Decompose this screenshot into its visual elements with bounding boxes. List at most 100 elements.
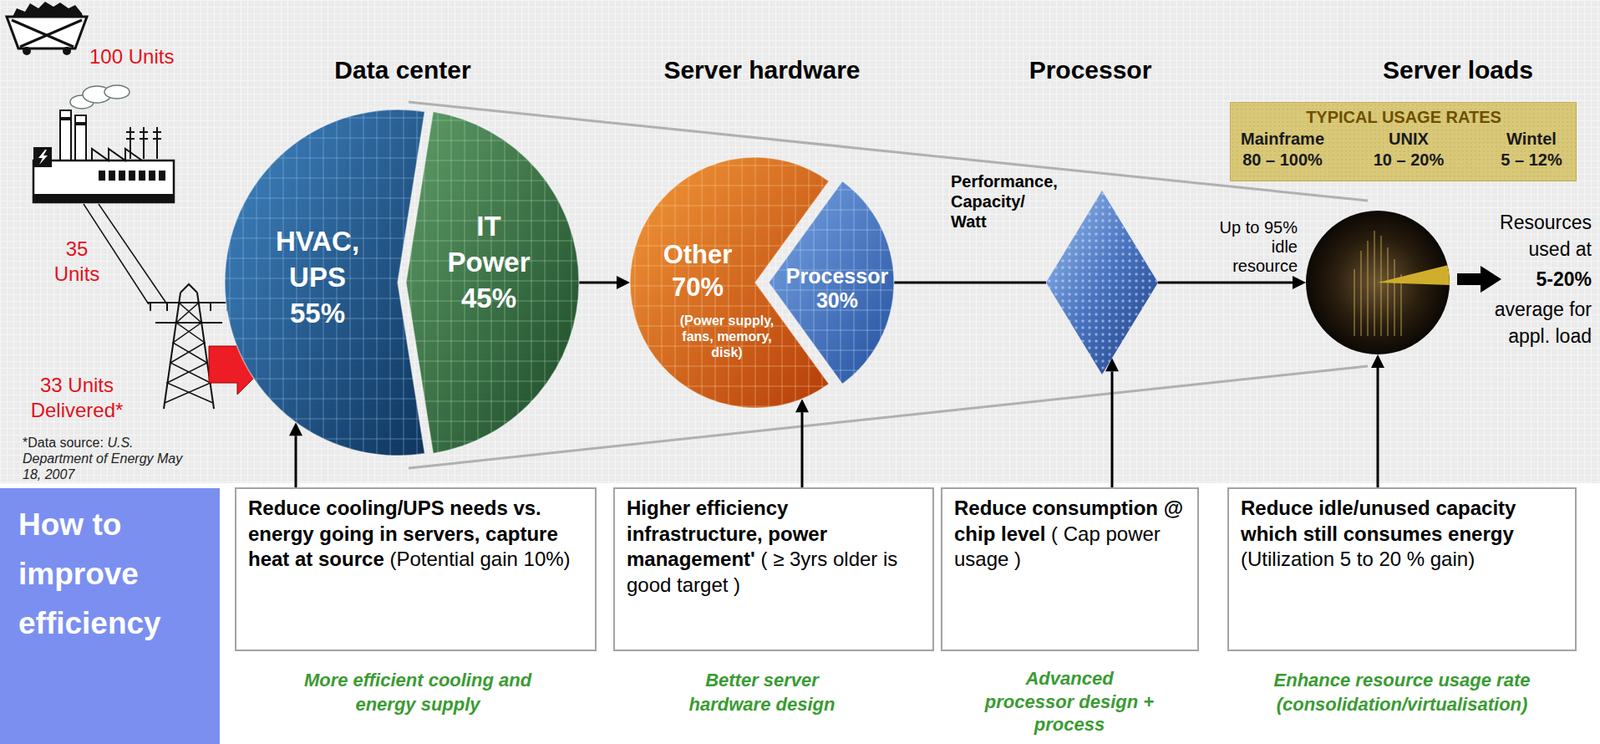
result-arrow [1457, 265, 1502, 293]
box-note: (Potential gain 10%) [389, 547, 570, 570]
texture-line [436, 111, 439, 454]
load-disc [1305, 210, 1450, 355]
texture-line [224, 357, 425, 360]
streak [1386, 247, 1389, 336]
slice-texture [406, 111, 580, 454]
streak [1380, 235, 1382, 336]
texture-line [629, 204, 829, 207]
result-note: Resources used at5-20%average for appl. … [1462, 208, 1592, 350]
texture-line [406, 440, 580, 442]
texture-line [269, 109, 271, 456]
texture-line [255, 109, 258, 456]
connector [893, 282, 1047, 284]
texture-line [570, 111, 573, 454]
table-cell: Mainframe [1232, 128, 1333, 149]
texture-line [768, 208, 894, 211]
chimney-band [60, 116, 72, 121]
texture-line [517, 111, 519, 454]
texture-line [406, 420, 580, 422]
texture-line [768, 329, 894, 331]
improvement-box: Higher efficiency infrastructure, power … [613, 487, 935, 651]
connector [289, 421, 303, 488]
texture-line [362, 109, 365, 456]
texture-line [224, 197, 425, 199]
arrowhead [616, 275, 630, 290]
insulator [166, 302, 168, 311]
box-text: Reduce cooling/UPS needs vs. energy goin… [248, 495, 584, 573]
texture-line [375, 109, 378, 456]
table-cell: 10 – 20% [1358, 149, 1459, 170]
slice-outline [768, 181, 894, 385]
energy-units: 33 Units Delivered* [25, 372, 130, 423]
connector [1371, 354, 1385, 488]
column-heading: Data center [285, 55, 520, 86]
texture-line [768, 248, 894, 251]
tower-arm [155, 321, 223, 324]
arrowhead [1371, 354, 1385, 368]
texture-line [741, 157, 743, 408]
streak [1353, 269, 1356, 336]
connector-line [1376, 367, 1380, 488]
streak [1393, 259, 1396, 336]
energy-units: 100 Units [89, 45, 215, 70]
chimney [60, 110, 72, 161]
improve-efficiency-band: How to improve efficiency [0, 487, 220, 744]
texture-line [224, 397, 425, 400]
texture-line [772, 181, 775, 384]
improvement-caption: Advanced processor design + process [981, 666, 1158, 737]
result-value: 5-20% [1462, 265, 1592, 293]
slice-outline [224, 109, 425, 456]
texture-line [727, 157, 730, 408]
texture-line [406, 400, 580, 402]
result-text: average for appl. load [1462, 295, 1592, 350]
column-heading: Server loads [1349, 55, 1567, 86]
streak [1373, 230, 1376, 336]
usage-rates-table: TYPICAL USAGE RATESMainframeUNIXWintel80… [1229, 101, 1577, 182]
texture-line [406, 179, 580, 182]
cart-body [6, 16, 87, 49]
slice-outline [406, 111, 580, 454]
pie-slice [768, 181, 894, 385]
cart-wheel [62, 46, 72, 56]
power-wires [83, 203, 168, 305]
slice-texture [224, 109, 425, 456]
texture-line [406, 159, 580, 162]
connector-line [1158, 281, 1293, 285]
table-cell: UNIX [1358, 128, 1459, 149]
slice-label: IT Power 45% [441, 208, 538, 317]
streak [1360, 250, 1362, 336]
arrowhead [1292, 275, 1306, 290]
connector-line [579, 281, 617, 285]
texture-line [647, 157, 650, 408]
cart-brace [11, 20, 74, 47]
tower-brace [164, 302, 211, 403]
server-load-circle-shape [1305, 210, 1450, 355]
texture-line [224, 177, 425, 179]
box-text: Reduce idle/unused capacity which still … [1240, 495, 1564, 573]
connector-line [801, 411, 804, 488]
tower-arm [147, 301, 231, 304]
texture-line [634, 157, 636, 408]
texture-line [389, 109, 392, 456]
result-text: Resources used at [1462, 208, 1592, 263]
texture-line [349, 109, 351, 456]
band-title: How to improve efficiency [18, 499, 211, 649]
texture-line [242, 109, 244, 456]
texture-line [406, 340, 580, 342]
improvement-box: Reduce idle/unused capacity which still … [1227, 487, 1577, 651]
texture-line [629, 365, 829, 367]
wire [98, 203, 168, 305]
chip-texture [1046, 190, 1159, 375]
funnel-line [408, 365, 1368, 468]
connector [579, 275, 630, 290]
table-cell: 5 – 12% [1489, 149, 1574, 170]
texture-line [224, 116, 425, 119]
texture-line [282, 109, 285, 456]
tower-leg [163, 292, 181, 409]
lightning-sign [33, 147, 52, 168]
column-heading: Server hardware [628, 55, 896, 86]
texture-line [543, 111, 546, 454]
energy-units: 35 Units [45, 236, 109, 287]
streak [1400, 274, 1402, 336]
smoke [104, 85, 130, 99]
